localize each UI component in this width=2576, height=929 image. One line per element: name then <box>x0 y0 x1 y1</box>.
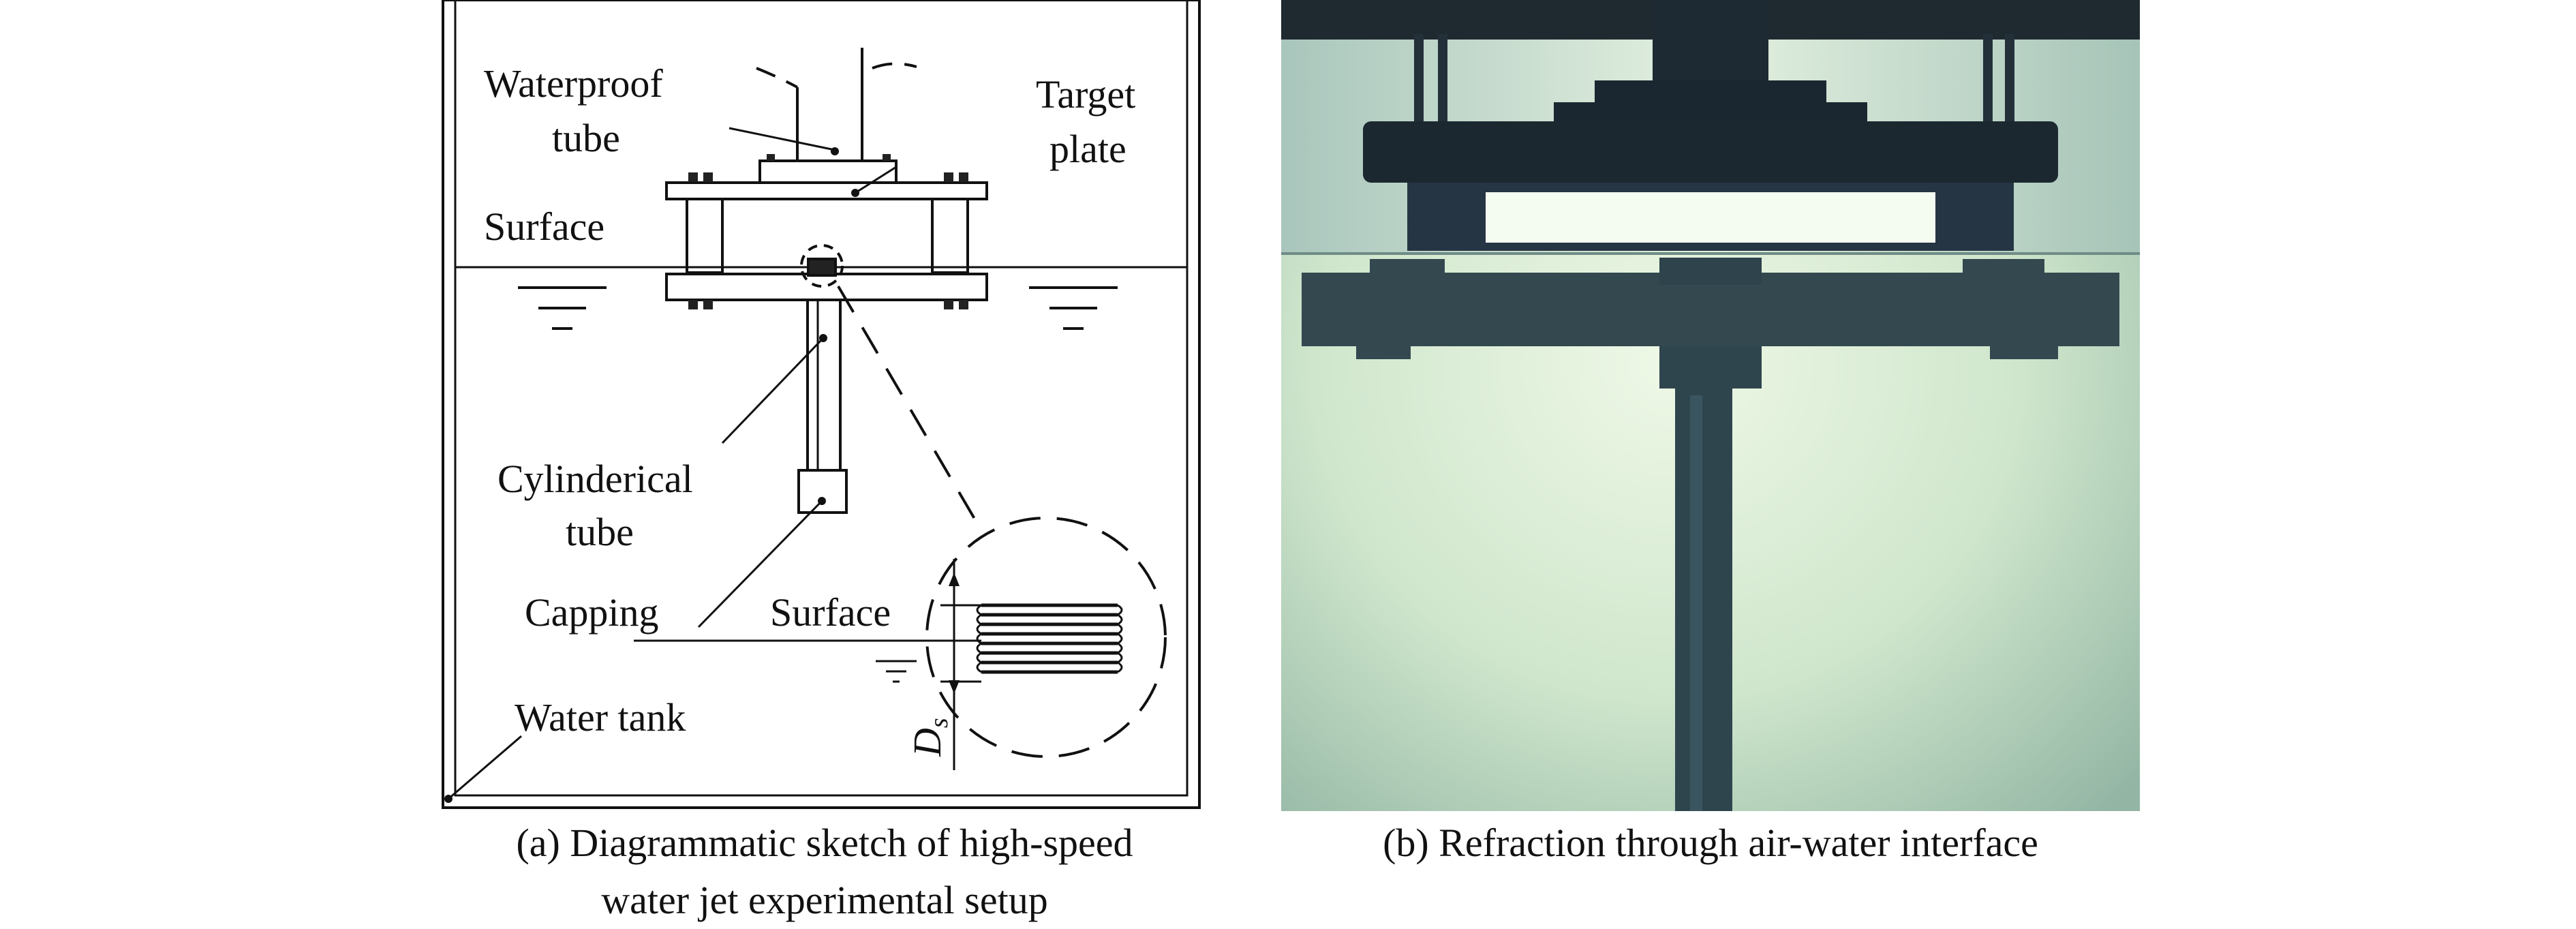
detail-leader <box>837 285 983 532</box>
leader-waterproof-tube <box>729 127 835 151</box>
label-waterproof-tube: tube <box>552 116 620 160</box>
support-leg-right <box>931 198 969 274</box>
photo-top-stem <box>1653 0 1768 80</box>
bolts-bottom <box>688 300 968 309</box>
refracted-plate-lip-left <box>1370 259 1445 286</box>
arrow-up <box>949 573 960 586</box>
label-surface-top: Surface <box>484 204 604 249</box>
label-surface-detail: Surface <box>770 590 891 635</box>
label-cylindrical-tube: tube <box>566 510 634 554</box>
lower-plate <box>665 273 988 301</box>
bright-window <box>1486 192 1935 243</box>
jet-arc-right <box>872 62 917 70</box>
caption-b-line: (b) Refraction through air-water interfa… <box>1383 821 2038 865</box>
upper-plate <box>1363 121 2058 183</box>
leader-capping <box>697 500 823 628</box>
refracted-plate-tab-left <box>1356 344 1411 359</box>
upper-plate-stepped <box>1554 80 1867 121</box>
refracted-plate-lip-right <box>1963 259 2044 286</box>
support-leg-left <box>686 198 724 274</box>
label-target-plate: plate <box>1049 127 1126 171</box>
caption-a-line1: (a) Diagrammatic sketch of high-speed <box>516 821 1133 865</box>
jet-arc-left <box>756 67 798 89</box>
label-waterproof: Waterproof <box>484 61 663 106</box>
water-tank <box>442 0 1201 809</box>
capping <box>797 469 848 514</box>
cylindrical-tube <box>806 299 842 472</box>
refracted-stem-top <box>1659 258 1762 285</box>
refracted-plate-tab-right <box>1990 344 2058 359</box>
nozzle-detail <box>807 258 837 277</box>
caption-b: (b) Refraction through air-water interfa… <box>1281 814 2140 872</box>
leader-target-plate <box>855 166 897 194</box>
caption-a-line2: water jet experimental setup <box>601 878 1048 922</box>
refraction-photo <box>1281 0 2140 811</box>
water-level-symbol-left <box>518 286 607 330</box>
label-capping: Capping <box>525 590 659 635</box>
label-ds: Ds <box>905 718 953 757</box>
water-tank-inner-wall <box>454 0 1189 797</box>
leader-cylindrical-tube <box>721 337 825 444</box>
detail-water-level-symbol <box>876 660 917 683</box>
bolts-top <box>688 154 968 182</box>
detail-circle-small <box>800 244 844 288</box>
label-cylindrical: Cylinderical <box>497 457 693 501</box>
label-water-tank: Water tank <box>515 695 686 740</box>
leader-dots <box>444 147 859 803</box>
layered-stack <box>981 603 1118 674</box>
leader-water-tank <box>448 735 522 800</box>
target-plate <box>665 181 988 200</box>
label-target: Target <box>1036 72 1135 117</box>
arrow-down <box>949 680 960 694</box>
stack-side-brackets <box>976 604 1123 673</box>
caption-a: (a) Diagrammatic sketch of high-speed wa… <box>436 814 1213 929</box>
refracted-stem-highlight <box>1690 395 1702 811</box>
setup-schematic: Waterproof tube Target plate Surface Cyl… <box>442 0 1201 809</box>
water-level-symbol-right <box>1029 286 1118 330</box>
detail-circle-large <box>925 517 1167 758</box>
refracted-stem <box>1659 346 1762 811</box>
